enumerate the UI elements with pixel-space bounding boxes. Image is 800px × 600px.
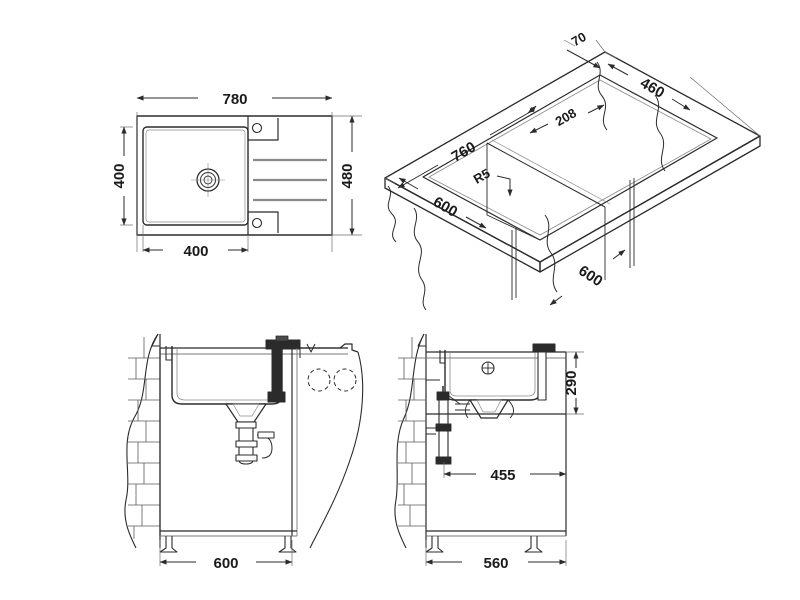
tap-hole-bottom <box>247 211 279 235</box>
bowl-rim-lip <box>165 346 172 361</box>
wall-break-contour-side <box>394 333 425 549</box>
front-section-view: 600 <box>124 333 364 572</box>
break-line-right <box>654 94 666 172</box>
dim-label-560: 560 <box>483 555 508 572</box>
plan-view: 780 400 400 480 <box>111 91 362 260</box>
tap-tab-top-outline <box>247 116 279 141</box>
valve-branch <box>448 395 461 405</box>
dim-760-tip <box>529 105 537 113</box>
worktop-right-edge <box>539 135 761 273</box>
dim-label-480: 480 <box>339 163 356 188</box>
isometric-view: 760 70 460 208 R5 600 <box>384 29 761 311</box>
cabinet-feet-side <box>425 536 543 553</box>
outlet-circle-1 <box>307 368 331 392</box>
sink-bowl-profile-side-inner <box>449 352 536 397</box>
faucet-body-side <box>537 351 547 401</box>
valve-stack-side <box>426 379 461 465</box>
dimension-corner-radius: R5 <box>471 165 513 197</box>
foot-right-side <box>524 536 543 553</box>
foot-left-side <box>425 536 444 553</box>
break-line-top-right <box>596 61 608 131</box>
dim-label-70: 70 <box>569 29 589 49</box>
faucet-assembly-front <box>265 335 301 403</box>
wall-top-tip-side <box>417 333 426 347</box>
tap-tab-bottom-outline <box>247 211 279 235</box>
cutout-opening-inner <box>428 79 712 236</box>
wall-break-contour <box>124 333 159 549</box>
dim-label-400-width: 400 <box>183 243 208 260</box>
worktop-right-extension <box>297 343 359 353</box>
tap-hole-top-circle <box>251 122 263 134</box>
dim-label-455: 455 <box>490 467 515 484</box>
dim-label-780: 780 <box>222 91 247 108</box>
valve-coupling-1 <box>435 423 452 432</box>
cutout-opening <box>422 74 718 241</box>
break-line-mid <box>544 214 558 293</box>
dimension-overall-width: 780 <box>136 91 333 108</box>
outlet-circle-2 <box>333 368 357 392</box>
dimension-cabinet-depth-side: 560 <box>425 555 567 572</box>
dim-label-400-depth: 400 <box>111 163 128 188</box>
waste-hose-right <box>507 399 514 419</box>
wall-brick-hatch-side <box>398 337 426 527</box>
wall-brick-hatch <box>128 337 160 539</box>
bowl-hidden-edge-left <box>486 143 541 241</box>
wall-top-tip <box>151 333 160 347</box>
sink-bowl-inner <box>145 129 246 223</box>
drain-funnel-side-inner <box>476 399 502 413</box>
break-line-cabinet-left <box>413 207 427 311</box>
hose-clamp <box>257 431 275 439</box>
dimension-overall-depth: 480 <box>339 115 356 236</box>
faucet-base <box>267 391 286 403</box>
cabinet-feet-front <box>159 536 297 553</box>
drain-collar-2 <box>235 440 258 448</box>
dim-label-r5: R5 <box>471 165 493 186</box>
tap-hole-bottom-circle <box>251 217 263 229</box>
dimension-wall-offset: 455 <box>443 467 567 484</box>
break-line-left <box>387 185 397 243</box>
valve-coupling-2 <box>435 456 452 465</box>
valve-head-1 <box>436 391 450 401</box>
faucet-handle <box>275 335 289 342</box>
valve-pipe-upper <box>438 399 449 425</box>
foot-right <box>278 536 297 553</box>
bowl-rim-lip-side <box>439 350 445 364</box>
dimension-cabinet-width: 600 <box>159 555 293 572</box>
hidden-outlets <box>307 368 357 392</box>
dimension-bowl-width: 400 <box>142 243 249 260</box>
drainboard-grooves <box>253 158 327 202</box>
notch-vee <box>306 343 316 353</box>
cabinet-break-contour-right <box>309 351 364 549</box>
tap-hole-top <box>247 116 279 141</box>
dimension-edge-offset: 70 <box>566 29 601 69</box>
dim-label-290: 290 <box>563 370 580 395</box>
dimension-bowl-height: 290 <box>563 351 580 415</box>
side-section-view: 290 455 560 <box>394 333 584 572</box>
drain-collar-1 <box>235 421 257 429</box>
foot-left <box>159 536 178 553</box>
cutout-divider-inner <box>491 139 611 205</box>
drain-funnel-inner <box>232 403 260 417</box>
dimension-bowl-depth: 400 <box>111 126 128 226</box>
faucet-spout-side <box>532 343 556 353</box>
drain-trap-assembly-front <box>225 403 275 465</box>
cutout-divider <box>486 142 606 208</box>
drain-assembly <box>191 163 225 197</box>
iso-extension-lines <box>384 39 761 185</box>
drain-plug-marker <box>481 361 495 375</box>
trap-clamp <box>235 454 258 462</box>
faucet-assembly-side <box>532 343 556 401</box>
valve-pipe-lower <box>438 430 449 458</box>
dim-label-600-front: 600 <box>213 555 238 572</box>
